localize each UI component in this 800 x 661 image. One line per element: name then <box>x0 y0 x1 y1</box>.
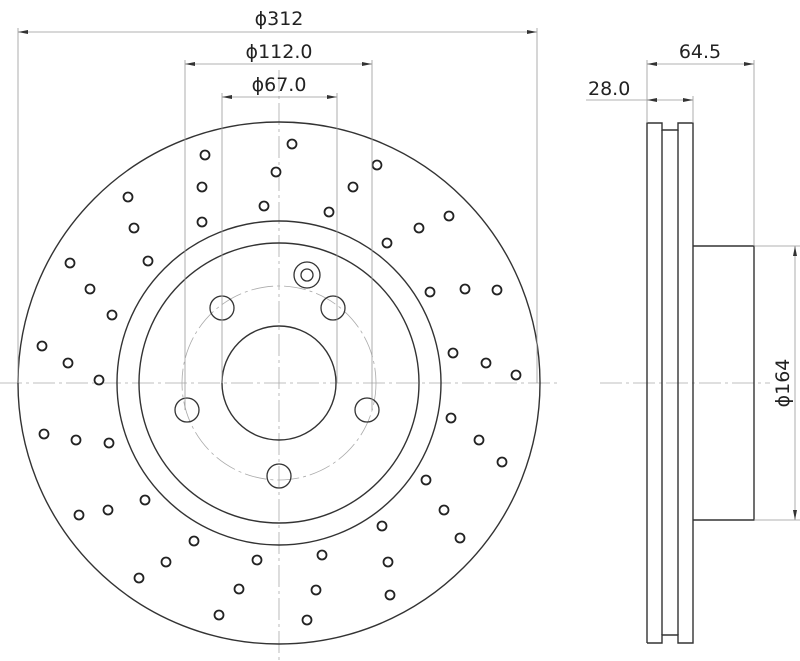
hat-section <box>693 245 755 521</box>
side-dimensions: 64.5 28.0 ϕ164 <box>586 41 800 521</box>
drilled-hole <box>376 520 388 532</box>
bolt-hole <box>266 463 292 489</box>
drilled-hole <box>258 200 270 212</box>
dimension-overall-height: 64.5 <box>679 41 721 63</box>
cross-drilled-holes <box>36 138 522 626</box>
drilled-hole <box>286 138 298 150</box>
drilled-hole <box>64 257 76 269</box>
drilled-hole <box>445 412 457 424</box>
dimension-hat-diameter: ϕ164 <box>772 359 794 408</box>
drilled-hole <box>447 347 459 359</box>
front-view <box>0 70 560 661</box>
drilled-hole <box>84 283 96 295</box>
hat-edge <box>138 242 420 524</box>
dimension-disc-thickness: 28.0 <box>588 78 630 100</box>
drilled-hole <box>454 532 466 544</box>
dimension-bore-diameter: ϕ67.0 <box>252 74 307 96</box>
drilled-hole <box>491 284 503 296</box>
locating-pin-hole-inner <box>300 268 314 282</box>
drilled-hole <box>251 554 263 566</box>
drilled-hole <box>371 159 383 171</box>
locating-pin-hole-outer <box>293 261 321 289</box>
drilled-hole <box>233 583 245 595</box>
dimension-pcd-diameter: ϕ112.0 <box>246 41 313 63</box>
drilled-hole <box>438 504 450 516</box>
drilled-hole <box>196 181 208 193</box>
drilled-hole <box>480 357 492 369</box>
bolt-hole <box>174 397 200 423</box>
side-view <box>600 122 770 644</box>
front-dimensions: ϕ312 ϕ112.0 ϕ67.0 <box>17 8 538 410</box>
drilled-hole <box>133 572 145 584</box>
drilled-hole <box>93 374 105 386</box>
drilled-hole <box>139 494 151 506</box>
drilled-hole <box>122 191 134 203</box>
drilled-hole <box>443 210 455 222</box>
drilled-hole <box>70 434 82 446</box>
drilled-hole <box>160 556 172 568</box>
drilled-hole <box>36 340 48 352</box>
pcd-circle <box>181 285 377 481</box>
drilled-hole <box>473 434 485 446</box>
drilled-hole <box>301 614 313 626</box>
drilled-hole <box>106 309 118 321</box>
bolt-hole <box>320 295 346 321</box>
drilled-hole <box>270 166 282 178</box>
drilled-hole <box>459 283 471 295</box>
friction-ring-inner-edge <box>116 220 442 546</box>
drilled-hole <box>188 535 200 547</box>
drilled-hole <box>103 437 115 449</box>
drilled-hole <box>496 456 508 468</box>
drilled-hole <box>316 549 328 561</box>
drilled-hole <box>347 181 359 193</box>
drilled-hole <box>142 255 154 267</box>
drilled-hole <box>381 237 393 249</box>
dimension-outer-diameter: ϕ312 <box>255 8 304 30</box>
bolt-hole <box>354 397 380 423</box>
drilled-hole <box>382 556 394 568</box>
drilled-hole <box>323 206 335 218</box>
drilled-hole <box>413 222 425 234</box>
drilled-hole <box>510 369 522 381</box>
drilled-hole <box>310 584 322 596</box>
drilled-hole <box>62 357 74 369</box>
drilled-hole <box>384 589 396 601</box>
drilled-hole <box>213 609 225 621</box>
drilled-hole <box>38 428 50 440</box>
drilled-hole <box>102 504 114 516</box>
drilled-hole <box>128 222 140 234</box>
drilled-hole <box>424 286 436 298</box>
drilled-hole <box>420 474 432 486</box>
drilled-hole <box>196 216 208 228</box>
drilled-hole <box>73 509 85 521</box>
drilled-hole <box>199 149 211 161</box>
